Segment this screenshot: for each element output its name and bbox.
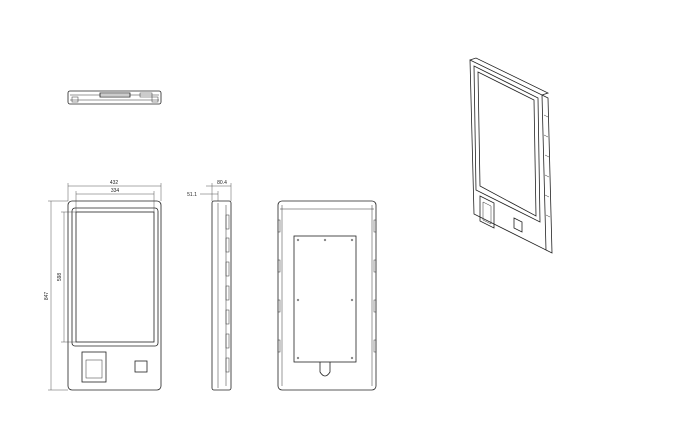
depth-front-label: 51.1 — [187, 192, 197, 198]
iso-vent — [543, 134, 549, 138]
rear-view-side-vents — [277, 219, 377, 353]
side-view-vent — [225, 237, 230, 253]
top-view-bracket-left — [71, 96, 79, 103]
rear-view-panel — [293, 235, 357, 363]
iso-card-reader — [513, 217, 523, 233]
iso-top-face — [469, 57, 550, 96]
rear-view-screw — [350, 356, 354, 360]
rear-view-vent — [373, 339, 377, 353]
rear-view-vent — [277, 299, 281, 313]
front-view-card-reader — [134, 360, 148, 373]
top-view-bracket-right — [151, 96, 159, 103]
iso-screen — [477, 71, 537, 217]
rear-view-screw — [296, 298, 300, 302]
side-view-outline — [211, 200, 232, 391]
rear-view-vent — [277, 339, 281, 353]
iso-printer-inner — [482, 201, 492, 225]
rear-view-vent — [373, 219, 377, 233]
rear-view-cable-notch — [319, 362, 331, 377]
side-view-vent — [225, 285, 230, 301]
rear-view-screw — [296, 356, 300, 360]
front-view-outline — [67, 200, 162, 391]
rear-view-screw — [323, 238, 327, 242]
rear-view-outline — [277, 200, 377, 391]
depth-total-label: 80.4 — [217, 180, 227, 186]
front-view: 432 334 847 598 — [44, 180, 162, 391]
rear-view-screw — [350, 238, 354, 242]
front-view-bezel — [71, 207, 159, 347]
front-view-screen — [75, 211, 155, 343]
side-view-vent — [225, 357, 230, 373]
rear-view-screw — [350, 298, 354, 302]
rear-view-vent — [373, 299, 377, 313]
side-view-vent — [225, 214, 230, 230]
top-view-port — [139, 92, 153, 98]
side-view-vent — [225, 309, 230, 325]
rear-view-vent — [373, 259, 377, 273]
isometric-view — [469, 57, 553, 254]
iso-vent — [544, 154, 550, 158]
overall-height-label: 847 — [44, 292, 50, 301]
screen-width-label: 334 — [111, 188, 120, 194]
screen-height-label: 598 — [57, 273, 63, 282]
rear-view — [277, 200, 377, 391]
side-view-vent — [225, 333, 230, 349]
front-view-printer-inner — [85, 359, 103, 379]
side-view: 80.4 51.1 — [187, 180, 232, 391]
iso-side-vents — [543, 114, 551, 218]
iso-vent — [545, 214, 551, 218]
iso-printer — [479, 195, 495, 229]
rear-view-screw — [296, 238, 300, 242]
side-view-vent-group — [225, 214, 230, 373]
overall-width-label: 432 — [110, 180, 119, 186]
side-view-vent — [225, 261, 230, 277]
front-view-printer — [81, 351, 107, 383]
top-view — [67, 90, 162, 105]
rear-view-screw-group — [296, 238, 354, 360]
rear-view-vent — [277, 219, 281, 233]
top-view-printer-slot — [99, 92, 131, 98]
iso-vent — [544, 174, 550, 178]
iso-bezel — [473, 65, 541, 223]
iso-vent — [543, 114, 549, 118]
rear-view-vent — [277, 259, 281, 273]
iso-side-face — [541, 94, 553, 254]
iso-vent — [544, 194, 550, 198]
top-view-outline — [67, 90, 162, 105]
